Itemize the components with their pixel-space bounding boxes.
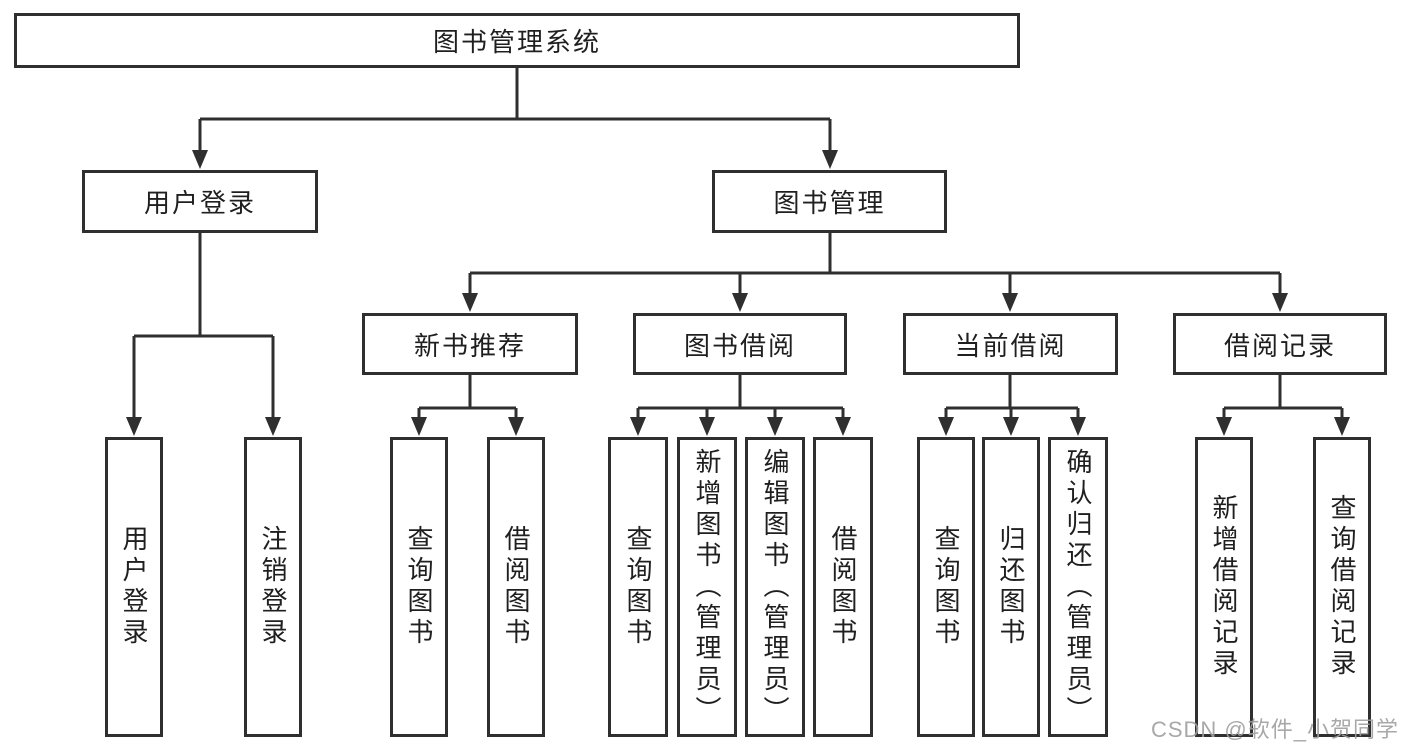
node-label: 新增图书（管理员）: [692, 447, 722, 727]
node-label: 图书管理系统: [432, 27, 601, 57]
node-label: 借阅图书: [828, 525, 858, 649]
leaf-user-login: 用户登录: [105, 437, 163, 737]
node-user-login: 用户登录: [82, 170, 318, 233]
node-label: 查询图书: [931, 525, 961, 649]
node-label: 编辑图书（管理员）: [760, 447, 790, 727]
leaf-query-borrow-record: 查询借阅记录: [1313, 437, 1371, 737]
leaf-edit-books-admin: 编辑图书（管理员）: [745, 437, 805, 737]
csdn-watermark: CSDN @软件_小贺同学: [1150, 717, 1399, 742]
node-label: 注销登录: [258, 525, 288, 649]
node-borrowing-records: 借阅记录: [1173, 313, 1387, 375]
node-label: 确认归还（管理员）: [1063, 447, 1093, 727]
node-label: 图书管理: [773, 188, 886, 218]
leaf-add-borrow-record: 新增借阅记录: [1195, 437, 1253, 737]
leaf-add-books-admin: 新增图书（管理员）: [677, 437, 737, 737]
leaf-query-books-current: 查询图书: [917, 437, 975, 737]
leaf-borrow-books: 借阅图书: [813, 437, 873, 737]
node-new-book-recommendation: 新书推荐: [362, 313, 578, 375]
node-label: 当前借阅: [954, 330, 1067, 361]
node-book-borrowing: 图书借阅: [633, 313, 847, 375]
node-label: 归还图书: [996, 525, 1026, 649]
leaf-query-books-recommend: 查询图书: [390, 437, 448, 737]
node-book-management: 图书管理: [712, 170, 947, 233]
node-label: 图书借阅: [683, 330, 796, 361]
node-label: 借阅记录: [1223, 330, 1336, 361]
node-library-management-system: 图书管理系统: [14, 13, 1020, 68]
node-label: 借阅图书: [501, 525, 531, 649]
node-label: 新增借阅记录: [1209, 494, 1239, 680]
node-label: 查询借阅记录: [1327, 494, 1357, 680]
node-current-borrowing: 当前借阅: [903, 313, 1118, 375]
leaf-confirm-return-admin: 确认归还（管理员）: [1048, 437, 1108, 737]
leaf-borrow-books-recommend: 借阅图书: [487, 437, 545, 737]
node-label: 查询图书: [404, 525, 434, 649]
leaf-return-books: 归还图书: [982, 437, 1040, 737]
node-label: 查询图书: [623, 525, 653, 649]
leaf-logout: 注销登录: [244, 437, 302, 737]
node-label: 用户登录: [143, 188, 256, 218]
node-label: 用户登录: [119, 525, 149, 649]
leaf-query-books-borrowing: 查询图书: [608, 437, 668, 737]
node-label: 新书推荐: [413, 330, 526, 361]
